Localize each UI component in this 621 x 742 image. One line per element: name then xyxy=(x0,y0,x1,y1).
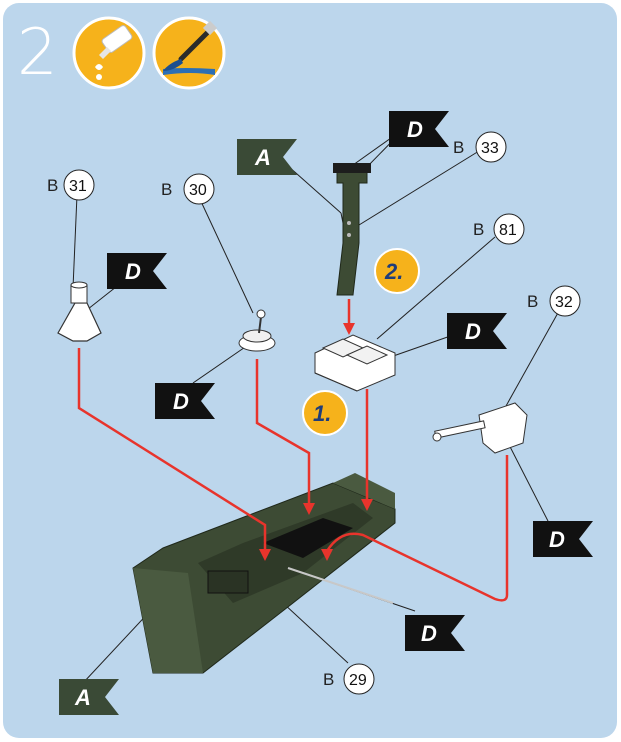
part-b33 xyxy=(333,163,371,296)
svg-text:D: D xyxy=(173,389,189,414)
color-flag-d: D xyxy=(155,383,215,419)
part-label-b33: B 33 xyxy=(453,131,507,163)
svg-text:B: B xyxy=(453,138,464,157)
svg-text:31: 31 xyxy=(69,178,87,195)
glue-icon xyxy=(72,16,146,90)
svg-text:1.: 1. xyxy=(313,401,331,426)
color-flag-d: D xyxy=(533,521,593,557)
part-label-b81: B 81 xyxy=(473,213,525,245)
svg-text:30: 30 xyxy=(189,182,207,199)
part-b31 xyxy=(57,281,102,342)
part-label-b29: B 29 xyxy=(323,663,375,695)
color-flag-d: D xyxy=(405,615,465,651)
svg-text:B: B xyxy=(47,176,58,195)
part-label-b32: B 32 xyxy=(527,285,581,317)
part-b30 xyxy=(238,309,276,352)
svg-text:D: D xyxy=(407,117,423,142)
svg-text:B: B xyxy=(527,292,538,311)
svg-text:A: A xyxy=(74,685,91,710)
assembly-diagram: D D A D D D D A xyxy=(47,16,593,715)
part-b81 xyxy=(314,334,396,392)
svg-text:2.: 2. xyxy=(384,259,403,284)
part-label-b31: B 31 xyxy=(47,169,95,201)
paint-brush-icon xyxy=(152,16,226,90)
part-b29-hull xyxy=(132,473,396,674)
svg-text:A: A xyxy=(254,145,271,170)
color-flag-a: A xyxy=(237,139,297,175)
svg-text:D: D xyxy=(549,527,565,552)
color-flag-d: D xyxy=(389,111,449,147)
svg-text:81: 81 xyxy=(499,222,517,239)
color-flag-d: D xyxy=(107,253,167,289)
svg-text:D: D xyxy=(465,319,481,344)
sub-step-badge-1: 1. xyxy=(302,390,348,436)
part-label-b30: B 30 xyxy=(161,173,215,205)
svg-text:D: D xyxy=(125,259,141,284)
svg-text:B: B xyxy=(323,670,334,689)
color-flag-d: D xyxy=(447,313,507,349)
svg-text:29: 29 xyxy=(349,672,367,689)
assembly-arrows xyxy=(77,299,509,602)
color-flag-a: A xyxy=(59,679,119,715)
svg-text:33: 33 xyxy=(481,140,499,157)
instruction-panel: 2 xyxy=(3,3,617,738)
svg-text:B: B xyxy=(161,180,172,199)
step-number: 2 xyxy=(17,16,58,90)
arrow-heads xyxy=(259,323,373,561)
svg-text:32: 32 xyxy=(555,294,573,311)
svg-text:D: D xyxy=(421,621,437,646)
svg-text:B: B xyxy=(473,220,484,239)
sub-step-badge-2: 2. xyxy=(374,248,420,294)
part-b32 xyxy=(432,402,528,454)
